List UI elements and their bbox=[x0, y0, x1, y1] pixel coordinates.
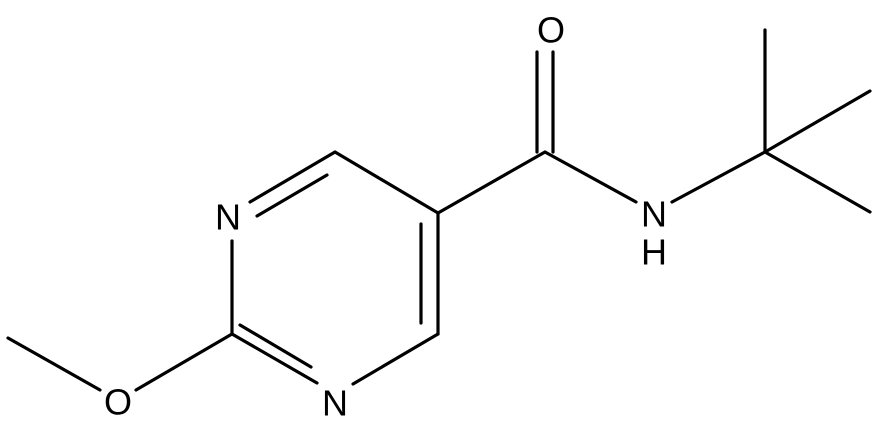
bond-tbutyl-methyl-lower-right bbox=[763, 150, 872, 214]
bond-n3-c2 bbox=[230, 332, 319, 385]
bonds bbox=[6, 28, 872, 392]
atom-nitrogen-ring-lower: N bbox=[322, 383, 348, 424]
bond-n1-c6 bbox=[248, 150, 337, 204]
bond-o-methyl bbox=[6, 336, 102, 392]
atom-nitrogen-ring-upper: N bbox=[215, 197, 241, 238]
bond-n-tbutyl bbox=[670, 150, 767, 204]
bond-c2-o-methoxy bbox=[134, 332, 234, 392]
atom-oxygen-carbonyl: O bbox=[537, 10, 565, 51]
bond-tbutyl-methyl-upper-right bbox=[763, 89, 872, 154]
bond-c4-n3 bbox=[351, 332, 440, 386]
bond-carbonyl-n bbox=[543, 150, 638, 204]
atom-nitrogen-amide: N bbox=[641, 194, 667, 235]
bond-n1-c6-inner bbox=[255, 173, 329, 218]
atom-labels: O N H N N O bbox=[104, 10, 667, 424]
bond-c5-carbonyl bbox=[436, 150, 547, 215]
atom-hydrogen-amide: H bbox=[641, 232, 667, 273]
bond-c6-c5 bbox=[333, 150, 440, 215]
bond-n3-c2-inner bbox=[238, 323, 313, 369]
atom-oxygen-methoxy: O bbox=[104, 382, 132, 423]
